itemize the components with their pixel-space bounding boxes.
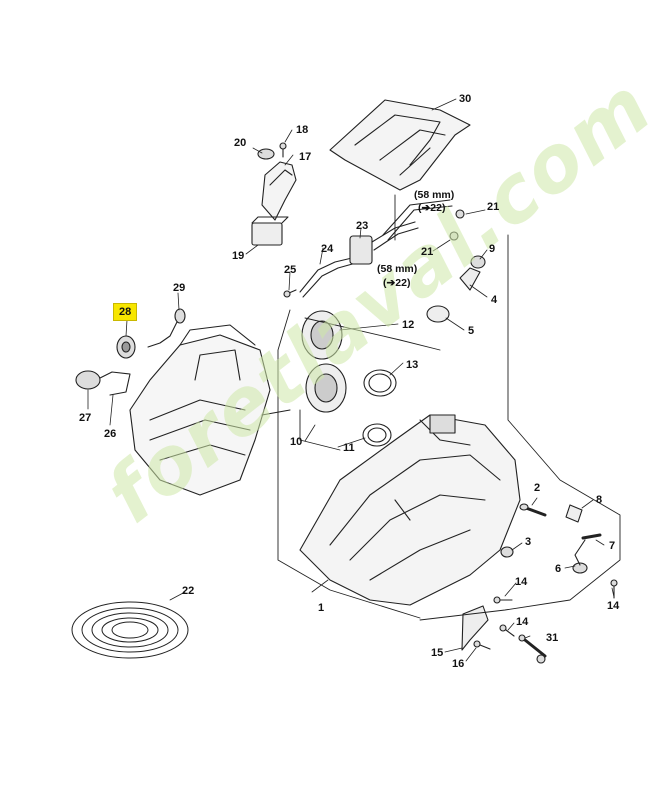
callout-5: 5 xyxy=(468,325,475,337)
callout-17: 17 xyxy=(299,151,312,163)
pump-part xyxy=(301,255,486,447)
callout-29: 29 xyxy=(173,282,186,294)
callout-22: 22 xyxy=(182,585,195,597)
note-lower-length: (58 mm) xyxy=(377,263,418,275)
callout-7: 7 xyxy=(609,540,616,552)
leader-lines xyxy=(87,98,615,662)
callout-15: 15 xyxy=(431,647,444,659)
callout-8: 8 xyxy=(596,494,603,506)
callout-21-upper: 21 xyxy=(487,201,500,213)
callout-26: 26 xyxy=(104,428,117,440)
callout-3: 3 xyxy=(525,536,532,548)
top-cover-part xyxy=(329,99,471,191)
crankcase-part xyxy=(299,414,521,606)
callout-14-a: 14 xyxy=(515,576,528,588)
callout-31: 31 xyxy=(546,632,559,644)
note-lower-ref: (➔22) xyxy=(383,277,411,289)
fuel-line-part xyxy=(283,199,465,298)
note-upper-ref: (➔22) xyxy=(418,202,446,214)
callout-27: 27 xyxy=(79,412,92,424)
callout-12: 12 xyxy=(402,319,415,331)
callout-18: 18 xyxy=(296,124,309,136)
callout-20: 20 xyxy=(234,137,247,149)
callout-16: 16 xyxy=(452,658,465,670)
callout-23: 23 xyxy=(356,220,369,232)
callout-19: 19 xyxy=(232,250,245,262)
note-upper-length: (58 mm) xyxy=(414,189,455,201)
carb-part xyxy=(75,370,131,396)
callout-14-c: 14 xyxy=(516,616,529,628)
small-parts xyxy=(461,503,618,664)
spiral-part xyxy=(71,601,189,659)
callout-25: 25 xyxy=(284,264,297,276)
callout-6: 6 xyxy=(555,563,562,575)
callout-9: 9 xyxy=(489,243,496,255)
callout-13: 13 xyxy=(406,359,419,371)
callout-2: 2 xyxy=(534,482,541,494)
callout-24: 24 xyxy=(321,243,334,255)
callout-21-lower: 21 xyxy=(421,246,434,258)
intake-part xyxy=(116,308,186,359)
callout-28-highlighted: 28 xyxy=(113,303,138,321)
engine-part xyxy=(129,324,291,496)
callout-1: 1 xyxy=(318,602,325,614)
filter-housing-part xyxy=(251,142,297,246)
callout-14-b: 14 xyxy=(607,600,620,612)
callout-4: 4 xyxy=(491,294,498,306)
callout-30: 30 xyxy=(459,93,472,105)
group-lines xyxy=(277,194,621,621)
callout-11: 11 xyxy=(343,442,355,454)
callout-10: 10 xyxy=(290,436,303,448)
